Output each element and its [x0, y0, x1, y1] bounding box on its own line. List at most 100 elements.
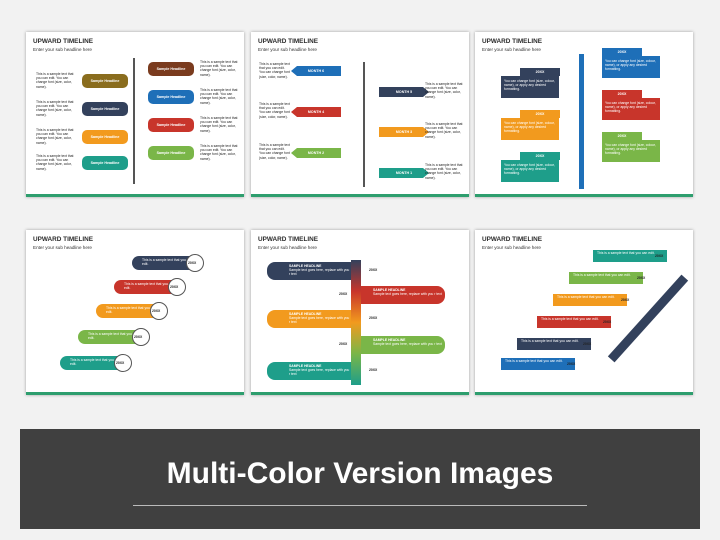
thumbnail-slide-3[interactable]: UPWARD TIMELINE Enter your sub headline … [475, 32, 693, 197]
headline-pill: Sample Headline [148, 90, 194, 104]
headline-pill: Sample Headline [148, 118, 194, 132]
accent-bar [26, 392, 244, 395]
slide-title: UPWARD TIMELINE [258, 236, 318, 243]
arrow-column [351, 260, 361, 385]
sample-text: You can change font (size, colour, name)… [501, 160, 559, 182]
slide-subtitle: Enter your sub headline here [258, 245, 317, 250]
year-label: 20XX [567, 362, 576, 366]
step-band: This is a sample text that you can edit. [96, 304, 164, 318]
thumbnail-slide-2[interactable]: UPWARD TIMELINE Enter your sub headline … [251, 32, 469, 197]
year-label: 20XX [339, 292, 348, 296]
step-band: This is a sample text that you can edit. [593, 250, 667, 262]
step-band: This is a sample text that you can edit. [132, 256, 200, 270]
year-label: 20XX [603, 320, 612, 324]
step-band: This is a sample text that you can edit. [60, 356, 128, 370]
year-tab: 20XX [602, 48, 642, 56]
year-circle: 20XX [168, 278, 186, 296]
headline-pill: Sample Headline [82, 156, 128, 170]
year-label: 20XX [339, 342, 348, 346]
year-circle: 20XX [132, 328, 150, 346]
slide-subtitle: Enter your sub headline here [33, 47, 92, 52]
month-arrow-left: MONTH 4 [291, 107, 341, 117]
step-band: This is a sample text that you can edit. [517, 338, 591, 350]
year-label: 20XX [655, 254, 664, 258]
step-band: This is a sample text that you can edit. [114, 280, 182, 294]
sample-text: This is a sample text that you can edit.… [200, 116, 238, 133]
arrow-column [579, 54, 584, 189]
sample-text: This is a sample text that you can edit.… [200, 144, 238, 161]
accent-bar [26, 194, 244, 197]
slide-subtitle: Enter your sub headline here [482, 47, 541, 52]
sample-text: This is a sample text that you can edit.… [200, 88, 238, 105]
headline-pill: Sample Headline [82, 74, 128, 88]
sample-text: This is a sample text that you can edit.… [425, 163, 463, 180]
sample-text: You can change font (size, colour, name)… [501, 76, 559, 98]
year-tab: 20XX [520, 152, 560, 160]
sample-text: This is a sample text that you can edit.… [36, 128, 74, 145]
year-tab: 20XX [602, 90, 642, 98]
slide-subtitle: Enter your sub headline here [258, 47, 317, 52]
sample-text: You can change font (size, colour, name)… [602, 140, 660, 162]
step-band: This is a sample text that you can edit. [537, 316, 611, 328]
year-circle: 20XX [150, 302, 168, 320]
sample-text: This is a sample text that you can edit.… [259, 102, 290, 119]
month-arrow-right: MONTH 3 [379, 127, 429, 137]
year-label: 20XX [621, 298, 630, 302]
caption-banner: Multi-Color Version Images [20, 429, 700, 529]
accent-bar [251, 194, 469, 197]
diagonal-arrow [607, 274, 689, 363]
sample-text: This is a sample text that you can edit.… [425, 122, 463, 139]
sample-text: You can change font (size, colour, name)… [501, 118, 559, 140]
slide-subtitle: Enter your sub headline here [482, 245, 541, 250]
year-tab: 20XX [520, 68, 560, 76]
slide-subtitle: Enter your sub headline here [33, 245, 92, 250]
year-label: 20XX [369, 368, 378, 372]
accent-bar [251, 392, 469, 395]
year-label: 20XX [369, 316, 378, 320]
accent-bar [475, 194, 693, 197]
headline-pill: Sample Headline [148, 62, 194, 76]
month-arrow-left: MONTH 6 [291, 66, 341, 76]
month-arrow-right: MONTH 1 [379, 168, 429, 178]
sample-text: This is a sample text that you can edit.… [36, 100, 74, 117]
headline-pill: Sample Headline [148, 146, 194, 160]
slide-title: UPWARD TIMELINE [258, 38, 318, 45]
year-label: 20XX [583, 342, 592, 346]
thumbnail-slide-6[interactable]: UPWARD TIMELINE Enter your sub headline … [475, 230, 693, 395]
year-tab: 20XX [520, 110, 560, 118]
slide-title: UPWARD TIMELINE [482, 236, 542, 243]
step-band: This is a sample text that you can edit. [553, 294, 627, 306]
slide-title: UPWARD TIMELINE [33, 38, 93, 45]
sample-text: This is a sample text that you can edit.… [36, 72, 74, 89]
sample-text: This is a sample text that you can edit.… [425, 82, 463, 99]
year-tab: 20XX [602, 132, 642, 140]
thumbnail-slide-1[interactable]: UPWARD TIMELINE Enter your sub headline … [26, 32, 244, 197]
year-circle: 20XX [114, 354, 132, 372]
headline-pill: Sample Headline [82, 102, 128, 116]
sample-text: You can change font (size, colour, name)… [602, 98, 660, 120]
year-label: 20XX [369, 268, 378, 272]
banner-title: Multi-Color Version Images [166, 457, 554, 490]
accent-bar [475, 392, 693, 395]
month-arrow-left: MONTH 2 [291, 148, 341, 158]
slide-title: UPWARD TIMELINE [33, 236, 93, 243]
sample-text: This is a sample text that you can edit.… [259, 62, 290, 79]
sample-text: This is a sample text that you can edit.… [36, 154, 74, 171]
timeline-spine [363, 62, 365, 187]
thumbnail-slide-5[interactable]: UPWARD TIMELINE Enter your sub headline … [251, 230, 469, 395]
timeline-spine [133, 58, 135, 184]
step-band: This is a sample text that you can edit. [78, 330, 146, 344]
sample-text: This is a sample text that you can edit.… [259, 143, 290, 160]
step-band: This is a sample text that you can edit. [569, 272, 643, 284]
year-label: 20XX [637, 276, 646, 280]
headline-pill: Sample Headline [82, 130, 128, 144]
sample-text: You can change font (size, colour, name)… [602, 56, 660, 78]
slide-title: UPWARD TIMELINE [482, 38, 542, 45]
step-band: This is a sample text that you can edit. [501, 358, 575, 370]
month-arrow-right: MONTH 5 [379, 87, 429, 97]
thumbnail-slide-4[interactable]: UPWARD TIMELINE Enter your sub headline … [26, 230, 244, 395]
